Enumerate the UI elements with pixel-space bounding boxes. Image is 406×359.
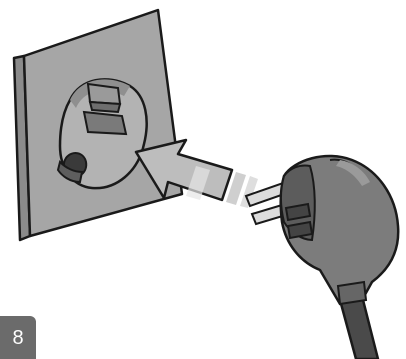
step-number-badge: 8	[0, 316, 36, 359]
wall-socket-icon	[14, 10, 182, 240]
earth-clip-top-face	[90, 102, 120, 112]
plug-earth-slot-bottom	[288, 222, 312, 238]
power-plug-icon	[246, 156, 398, 359]
plug-earth-slot-top	[286, 204, 310, 220]
earth-clip-middle	[84, 112, 126, 134]
plug-cable	[340, 296, 378, 359]
plug-cable-sleeve	[338, 282, 366, 304]
step-number-label: 8	[12, 328, 23, 348]
earth-clip-top	[88, 84, 120, 104]
